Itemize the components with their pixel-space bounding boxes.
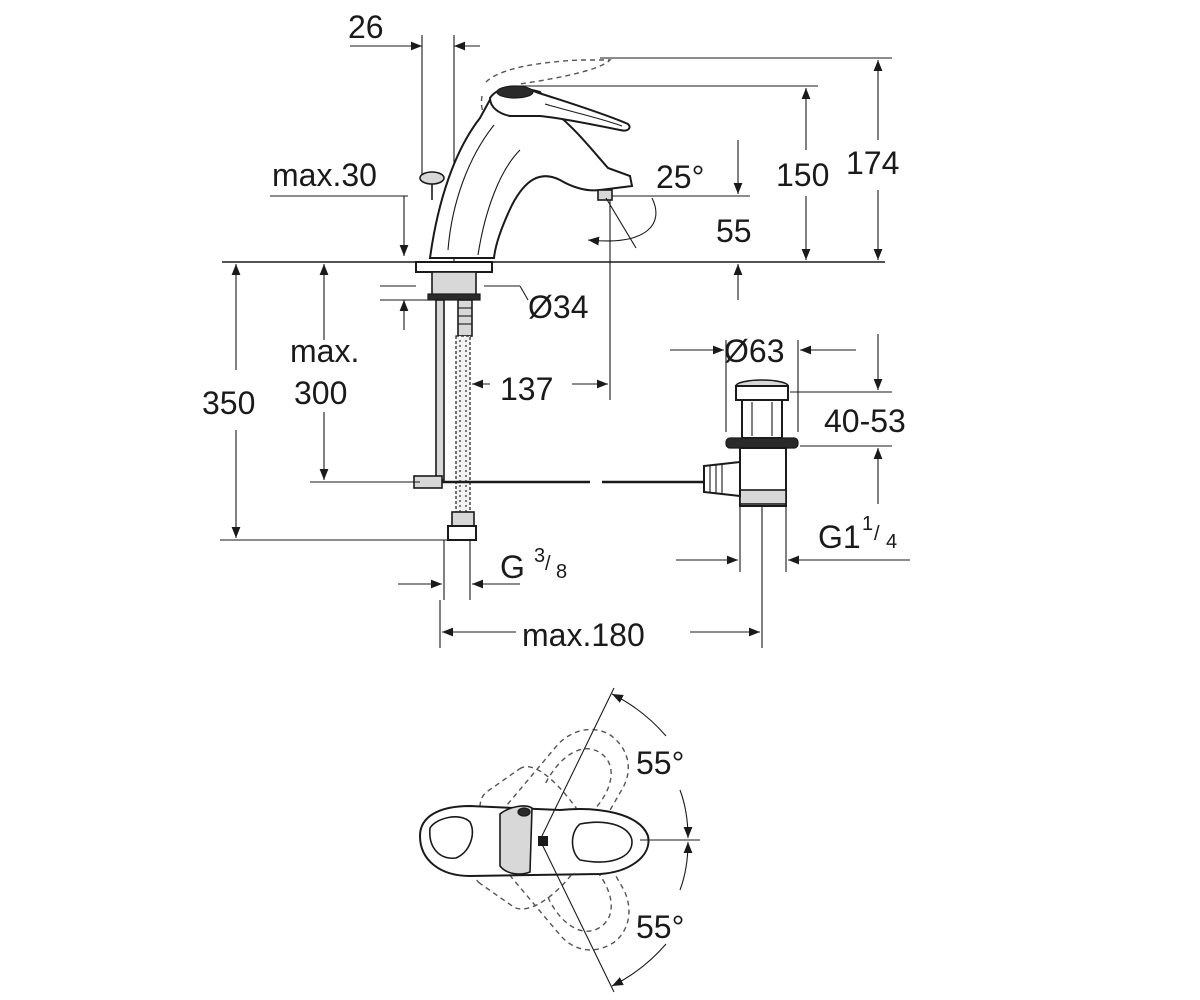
top-lever [499, 805, 533, 875]
faucet-body [428, 87, 634, 259]
mounting-base [415, 261, 493, 273]
lever-handle [488, 86, 631, 132]
hose-end-nut [447, 525, 477, 541]
body-shading [447, 124, 495, 251]
angle-line-upper [539, 687, 615, 841]
top-body [418, 804, 650, 878]
waste-flange [735, 385, 789, 401]
dim-connection-right-den: 4 [886, 531, 897, 553]
supply-hose-left [435, 299, 445, 481]
dim-rotation-upper: 55° [636, 745, 684, 781]
top-aerator-mark [538, 836, 548, 846]
dim-spout-angle: 25° [656, 159, 704, 195]
dim-rod-length: max.180 [522, 617, 645, 653]
waste-tail-nut [739, 489, 787, 505]
popup-rod-knob [419, 171, 445, 185]
top-view: 55° 55° [418, 687, 700, 993]
dim-total-height: 174 [846, 145, 899, 181]
top-body-left-cap [429, 816, 474, 859]
dim-connection-right-main: G1 [818, 519, 861, 555]
angle-arc-lower-a [679, 841, 693, 891]
top-lever-pin [517, 807, 531, 817]
dim-spout-offset: 26 [348, 9, 384, 45]
mounting-shank [431, 271, 477, 297]
angle-arc-upper-b [679, 789, 693, 839]
waste-gasket [725, 437, 799, 449]
handle-raised-outline [485, 59, 612, 85]
dim-reach: 137 [500, 371, 553, 407]
dim-connection-left-num: 3 [534, 545, 545, 567]
dim-fraction-slash-left: / [545, 553, 551, 575]
popup-waste [703, 379, 799, 507]
dim-handle-height: 150 [776, 157, 829, 193]
angle-line-lower [539, 839, 615, 993]
dim-connection-left-main: G [500, 549, 525, 585]
angle-arc-upper-a [611, 693, 667, 737]
threaded-stud [457, 299, 473, 337]
dim-hose-label-line1: max. [290, 333, 359, 369]
dim-hose-length: 350 [202, 385, 255, 421]
dim-fraction-slash-right: / [874, 523, 880, 545]
side-view: 26 max.30 150 174 55 25° Ø34 [202, 9, 910, 653]
mounting-nut [427, 293, 481, 301]
dim-rotation-lower: 55° [636, 909, 684, 945]
body-shading-2 [477, 149, 521, 256]
dim-drain-range: 40-53 [824, 403, 906, 439]
lever-cap [496, 85, 534, 99]
lever-grip [544, 103, 623, 127]
dim-connection-left-den: 8 [556, 561, 567, 583]
dim-hose-label-line2: 300 [294, 375, 347, 411]
supply-hose-right [455, 335, 471, 517]
dim-hole-diameter: Ø34 [528, 289, 588, 325]
dim-deck-thickness: max.30 [272, 157, 377, 193]
spout-aerator [597, 189, 613, 201]
angle-arc-lower-b [611, 943, 667, 987]
hose-end-fitting [451, 511, 475, 527]
dim-drain-diameter: Ø63 [724, 333, 784, 369]
dim-spout-height: 55 [716, 213, 752, 249]
dim-connection-right-num: 1 [862, 513, 873, 535]
top-spout-outlet [571, 821, 633, 863]
waste-body-upper [741, 399, 783, 439]
